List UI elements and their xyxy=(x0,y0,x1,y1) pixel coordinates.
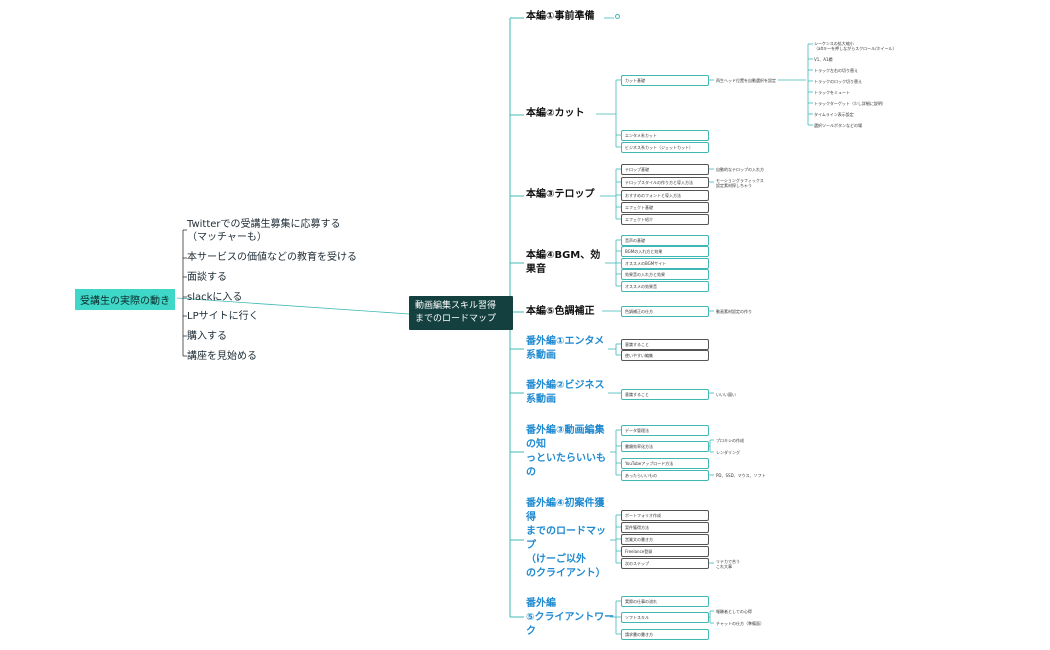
center-node[interactable]: 動画編集スキル習得 までのロードマップ xyxy=(409,296,513,330)
sub-node[interactable]: エフェクト紹介 xyxy=(621,214,709,225)
sub-node[interactable]: 効果音の入れ方と効果 xyxy=(621,269,709,280)
sub-node[interactable]: エンタメ系カット xyxy=(621,130,709,141)
sub-node[interactable]: 意識すること xyxy=(621,389,709,400)
left-item[interactable]: 本サービスの価値などの教育を受ける xyxy=(187,252,357,263)
branch-extra-entertainment[interactable]: 番外編①エンタメ 系動画 xyxy=(526,336,605,361)
sub-node[interactable]: あったらいいもの xyxy=(621,470,709,481)
sub-node[interactable]: 使いやすい編集 xyxy=(621,350,709,361)
sub-node[interactable]: YouTubeアップロード方法 xyxy=(621,458,709,469)
sub-node[interactable]: オススメのBGMサイト xyxy=(621,258,709,269)
left-item[interactable]: LPサイトに行く xyxy=(187,311,259,322)
note-text[interactable]: リテカで合う これ大事 xyxy=(716,559,740,569)
note-text[interactable]: プロキシの作成 xyxy=(716,438,744,443)
left-root-node[interactable]: 受講生の実際の動き xyxy=(75,289,175,310)
detail-item[interactable]: タイムライン表示設定 xyxy=(814,112,854,117)
sub-node[interactable]: 案件獲得方法 xyxy=(621,522,709,533)
sub-node[interactable]: テロップ基礎 xyxy=(621,164,709,175)
sub-node[interactable]: BGMの入れ方と効果 xyxy=(621,246,709,257)
left-item[interactable]: 講座を見始める xyxy=(187,351,257,362)
sub-node[interactable]: ビジネス系カット（ジェットカット） xyxy=(621,142,709,153)
detail-item[interactable]: 選択ツールボタンなどの場 xyxy=(814,123,862,128)
branch-pre-prep[interactable]: 本編①事前準備 xyxy=(526,11,595,22)
note-text[interactable]: 動画素材設定の作り xyxy=(716,309,752,314)
sub-node[interactable]: Freelance登録 xyxy=(621,546,709,557)
sub-node[interactable]: 色調補正の仕方 xyxy=(621,306,709,317)
detail-item[interactable]: トラックターゲット（少し詳細に説明） xyxy=(814,101,886,106)
branch-telop[interactable]: 本編③テロップ xyxy=(526,189,595,200)
note-text[interactable]: 報酬者としての心得 xyxy=(716,609,752,614)
note-text[interactable]: 再生ヘッド位置を自動選択を設定 xyxy=(716,78,776,83)
sub-node[interactable]: オススメの効果音 xyxy=(621,281,709,292)
sub-node[interactable]: 次のステップ xyxy=(621,558,709,569)
detail-item[interactable]: トラック左右の切り替え xyxy=(814,68,858,73)
branch-extra-business[interactable]: 番外編②ビジネス 系動画 xyxy=(526,380,605,405)
connector-line xyxy=(176,297,410,315)
branch-extra-client-work[interactable]: 番外編 ⑤クライアントワー ク xyxy=(526,598,615,637)
sub-node[interactable]: 実際の仕事の流れ xyxy=(621,596,709,607)
sub-node[interactable]: 営業文の書き方 xyxy=(621,534,709,545)
left-item[interactable]: slackに入る xyxy=(187,292,243,303)
note-text[interactable]: レンダリング xyxy=(716,450,740,455)
detail-item[interactable]: トラックをミュート xyxy=(814,90,850,95)
branch-color[interactable]: 本編⑤色調補正 xyxy=(526,306,595,317)
left-item[interactable]: 購入する xyxy=(187,331,227,342)
sub-node[interactable]: 請求書の書き方 xyxy=(621,629,709,640)
sub-node[interactable]: 意識すること xyxy=(621,339,709,350)
branch-bgm[interactable]: 本編④BGM、効 果音 xyxy=(526,250,601,275)
sub-node[interactable]: 音声の基礎 xyxy=(621,235,709,246)
branch-extra-first-job[interactable]: 番外編④初案件獲 得 までのロードマッ プ （けーご以外 のクライアント） xyxy=(526,498,606,579)
note-text[interactable]: 自動的なテロップの入れ方 xyxy=(716,167,764,172)
sub-node[interactable]: ポートフォリオ作成 xyxy=(621,510,709,521)
left-item[interactable]: 面談する xyxy=(187,272,227,283)
sub-node[interactable]: 書類効率化方法 xyxy=(621,441,709,452)
sub-node[interactable]: テロップスタイルの作り方と導入方法 xyxy=(621,177,709,188)
left-item[interactable]: Twitterでの受講生募集に応募する （マッチャーも） xyxy=(187,219,341,243)
detail-item[interactable]: シーケンスの拡大縮小 （altキーを押しながらスクロール/ホイール） xyxy=(814,41,897,51)
sub-node[interactable]: ソフトスキル xyxy=(621,612,709,623)
note-text[interactable]: PD、SSD、マウス、ソフト xyxy=(716,473,766,478)
detail-item[interactable]: V1、A1欄 xyxy=(814,57,833,62)
sub-node[interactable]: エフェクト基礎 xyxy=(621,202,709,213)
detail-item[interactable]: トラックのロック切り替え xyxy=(814,79,862,84)
sub-node[interactable]: おすすめのフォントと導入方法 xyxy=(621,190,709,201)
note-text[interactable]: いいい図い xyxy=(716,392,736,397)
note-text[interactable]: チャットの仕方（準備面） xyxy=(716,621,764,626)
sub-node[interactable]: カット基礎 xyxy=(621,75,709,86)
collapse-toggle-icon[interactable] xyxy=(615,14,620,19)
branch-extra-knowledge[interactable]: 番外編③動画編集 の知 っといたらいいも の xyxy=(526,425,606,478)
sub-node[interactable]: データ管理法 xyxy=(621,425,709,436)
branch-cut[interactable]: 本編②カット xyxy=(526,108,585,119)
note-text[interactable]: モーショングラフィックス 設定素材探しちゃう xyxy=(716,178,764,188)
